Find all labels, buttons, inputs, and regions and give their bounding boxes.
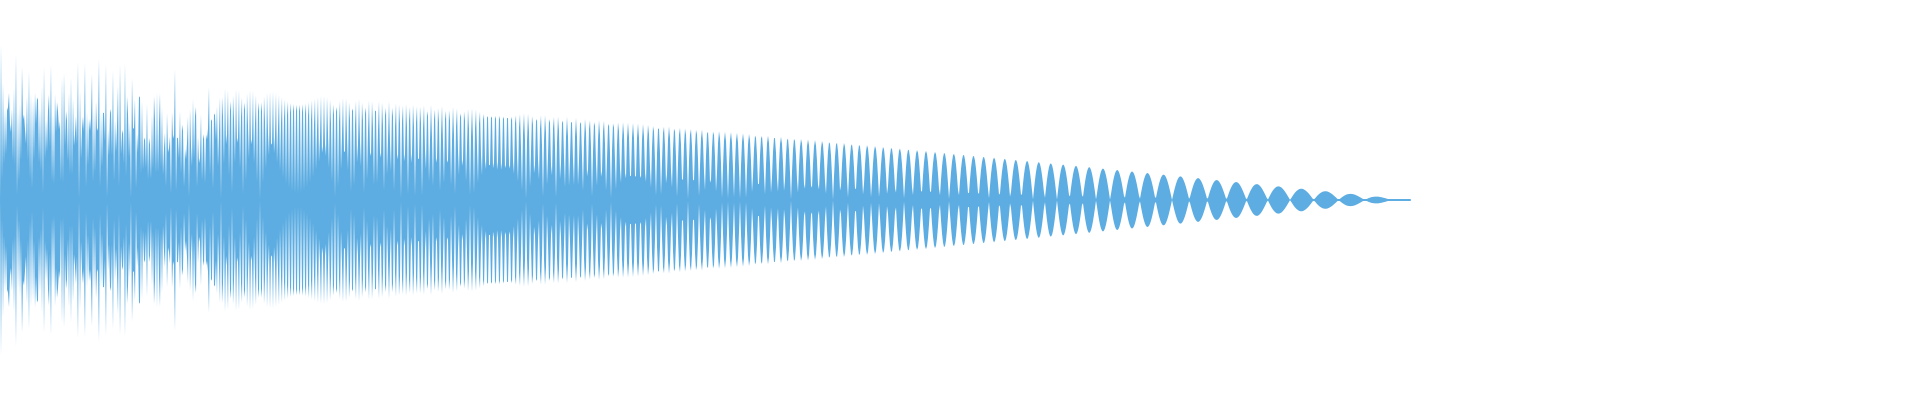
waveform-shape-group [0,44,1411,356]
waveform-fill [0,44,1410,356]
